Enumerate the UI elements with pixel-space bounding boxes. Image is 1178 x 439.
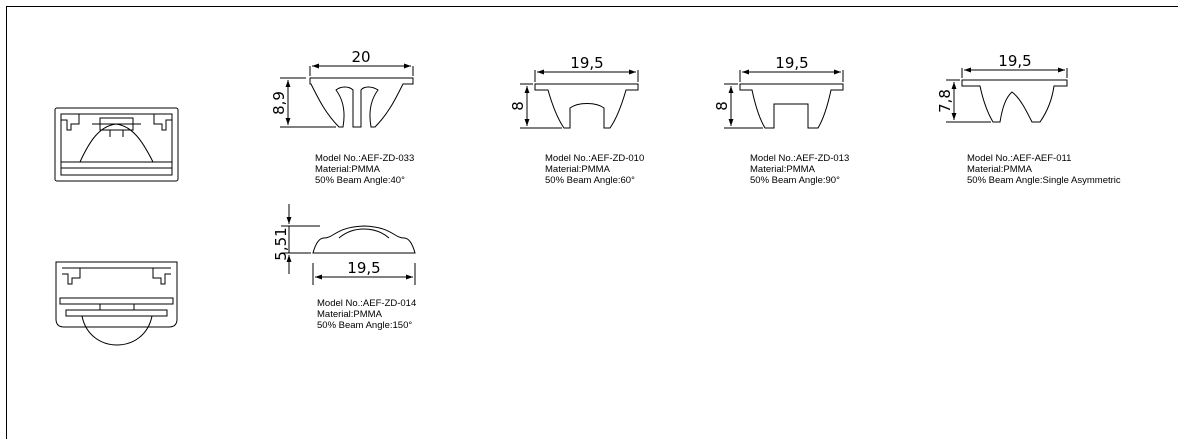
lens-diagram-zd-014 xyxy=(281,204,416,285)
material: Material:PMMA xyxy=(967,164,1032,175)
spec-block-zd-010: Model No.:AEF-ZD-010 Material:PMMA 50% B… xyxy=(545,153,644,186)
dim-height-zd-014: 5,51 xyxy=(272,227,290,260)
dim-height-zd-010: 8 xyxy=(509,101,527,111)
beam-angle: 50% Beam Angle:Single Asymmetric xyxy=(967,175,1121,186)
lens-diagram-zd-013 xyxy=(724,69,844,129)
spec-block-zd-014: Model No.:AEF-ZD-014 Material:PMMA 50% B… xyxy=(317,298,416,331)
dim-height-aef-011: 7,8 xyxy=(936,89,954,113)
dim-width-zd-033: 20 xyxy=(351,48,370,66)
lens-diagram-aef-011 xyxy=(946,67,1068,123)
spec-block-zd-033: Model No.:AEF-ZD-033 Material:PMMA 50% B… xyxy=(315,153,414,186)
drawing-frame xyxy=(6,6,1178,439)
model-number: Model No.:AEF-AEF-011 xyxy=(967,153,1072,164)
spec-block-aef-011: Model No.:AEF-AEF-011 Material:PMMA 50% … xyxy=(967,153,1121,186)
beam-angle: 50% Beam Angle:90° xyxy=(750,175,840,186)
beam-angle: 50% Beam Angle:150° xyxy=(317,320,413,331)
beam-angle: 50% Beam Angle:40° xyxy=(315,175,405,186)
beam-angle: 50% Beam Angle:60° xyxy=(545,175,635,186)
dim-height-zd-033: 8,9 xyxy=(270,91,288,115)
model-number: Model No.:AEF-ZD-014 xyxy=(317,298,417,309)
lens-diagram-zd-010 xyxy=(520,69,639,129)
material: Material:PMMA xyxy=(545,164,610,175)
model-number: Model No.:AEF-ZD-013 xyxy=(750,153,850,164)
dim-width-aef-011: 19,5 xyxy=(998,52,1031,70)
profile-section-bottom xyxy=(55,261,178,346)
material: Material:PMMA xyxy=(315,164,380,175)
model-number: Model No.:AEF-ZD-033 xyxy=(315,153,415,164)
lens-diagram-zd-033 xyxy=(280,63,414,128)
material: Material:PMMA xyxy=(750,164,815,175)
dim-width-zd-013: 19,5 xyxy=(775,54,808,72)
model-number: Model No.:AEF-ZD-010 xyxy=(545,153,645,164)
material: Material:PMMA xyxy=(317,309,382,320)
spec-block-zd-013: Model No.:AEF-ZD-013 Material:PMMA 50% B… xyxy=(750,153,849,186)
profile-section-top xyxy=(54,107,179,182)
dim-width-zd-010: 19,5 xyxy=(570,54,603,72)
dim-width-zd-014: 19,5 xyxy=(347,259,380,277)
dim-height-zd-013: 8 xyxy=(713,101,731,111)
